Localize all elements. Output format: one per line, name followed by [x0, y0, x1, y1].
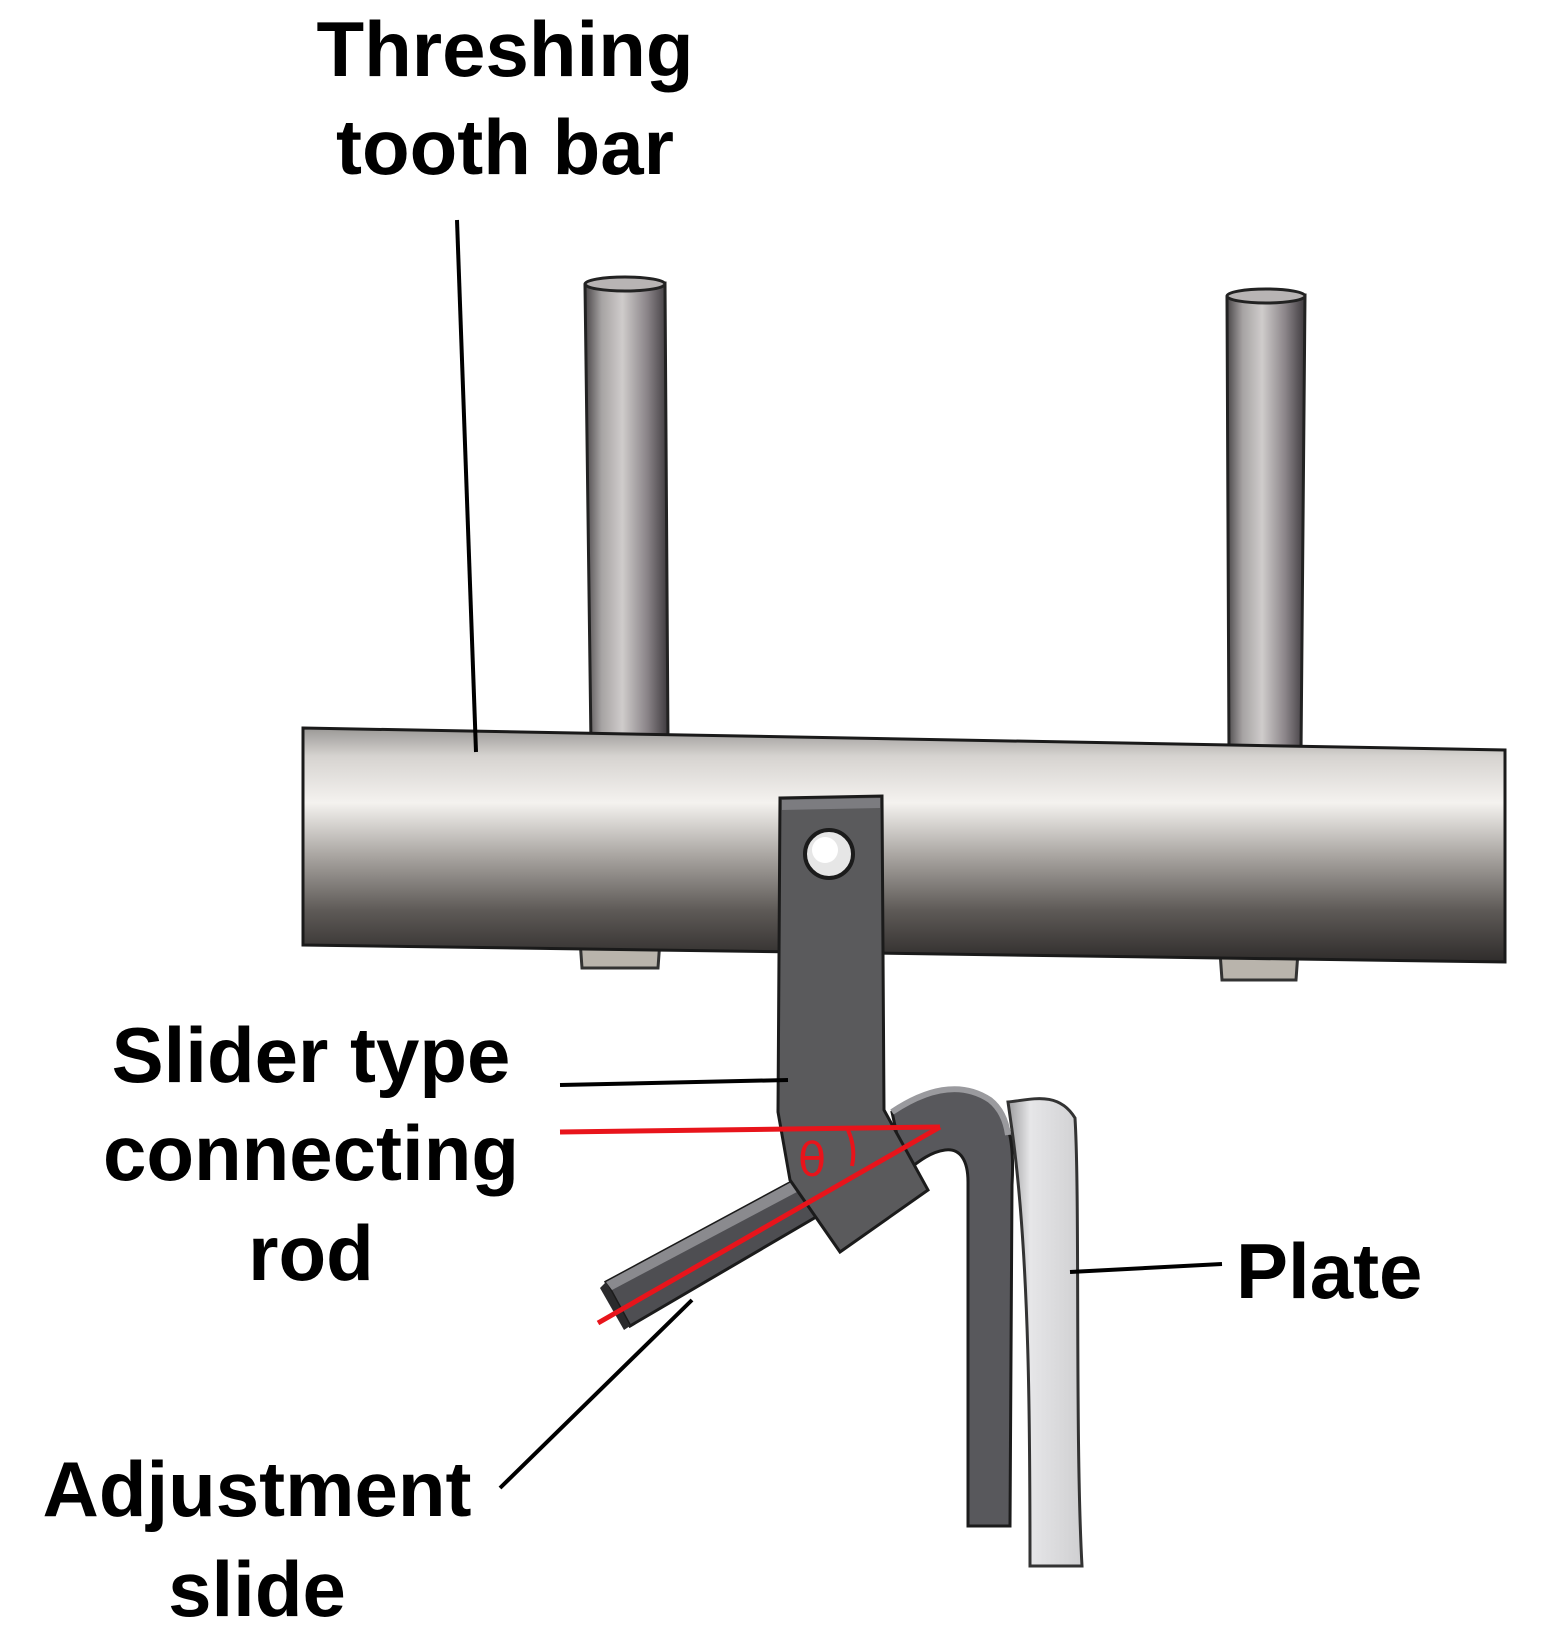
- label-adjustment-line2: slide: [168, 1545, 346, 1633]
- label-threshing-line1: Threshing: [316, 5, 693, 93]
- leader-line-tooth-bar: [455, 219, 478, 753]
- label-adjustment-line1: Adjustment: [43, 1445, 472, 1533]
- angle-indicator: θ: [559, 1124, 942, 1326]
- leader-lines: [455, 219, 1223, 1490]
- angle-line-horizontal: [559, 1124, 941, 1135]
- label-slider-line1: Slider type: [112, 1011, 511, 1099]
- hook-clamp: [890, 1086, 1015, 1528]
- leader-line-adjustment-slide: [498, 1298, 694, 1490]
- angle-line-inclined: [596, 1124, 942, 1326]
- label-plate: Plate: [1236, 1227, 1422, 1315]
- angle-theta-symbol: θ: [798, 1133, 826, 1187]
- label-adjustment-slide: Adjustment slide: [43, 1445, 472, 1633]
- label-threshing-line2: tooth bar: [336, 103, 674, 191]
- leader-line-slider-rod: [559, 1078, 789, 1087]
- plate: [1006, 1097, 1084, 1568]
- threshing-tooth-bar: [301, 726, 1507, 964]
- threshing-tooth-right: [1225, 287, 1307, 761]
- label-threshing-tooth-bar: Threshing tooth bar: [316, 5, 693, 191]
- label-slider-line2: connecting: [103, 1109, 519, 1197]
- label-slider-connecting-rod: Slider type connecting rod: [103, 1011, 519, 1297]
- adjustment-slide: [600, 1169, 830, 1330]
- slider-connecting-rod: [776, 794, 930, 1255]
- label-plate-text: Plate: [1236, 1227, 1422, 1315]
- angle-arc: [846, 1129, 856, 1167]
- threshing-tooth-left: [583, 275, 670, 751]
- label-slider-line3: rod: [248, 1209, 374, 1297]
- leader-line-plate: [1069, 1262, 1223, 1274]
